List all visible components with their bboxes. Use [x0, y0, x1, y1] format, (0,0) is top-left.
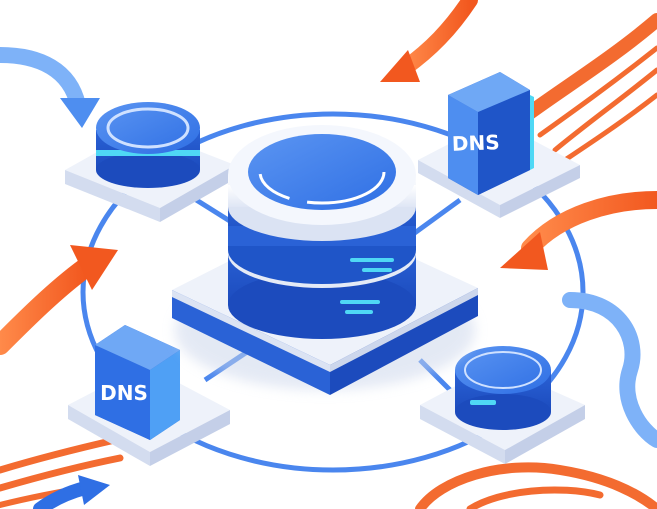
disk-node-top-left [65, 102, 235, 222]
dns-label-bottom-left: DNS [100, 381, 148, 405]
network-ring [80, 111, 586, 473]
flow-swirl-right [562, 292, 657, 448]
database-server-icon [172, 125, 478, 395]
flow-arrow-icon-top-center [380, 0, 478, 82]
dns-label-top-right: DNS [451, 130, 500, 156]
disk-node-bottom-right [420, 346, 585, 464]
flow-arrow-icon-top-left [0, 47, 100, 128]
flow-arrow-icon-left [0, 245, 118, 355]
dns-node-top-right: DNS [418, 72, 580, 218]
flow-streaks-top-right [513, 13, 657, 163]
flow-swirl-bottom-right [415, 462, 657, 509]
flow-arrow-icon-bottom-left [33, 475, 110, 509]
flow-arrow-icon-right [500, 191, 657, 270]
dns-node-bottom-left: DNS [68, 325, 230, 466]
